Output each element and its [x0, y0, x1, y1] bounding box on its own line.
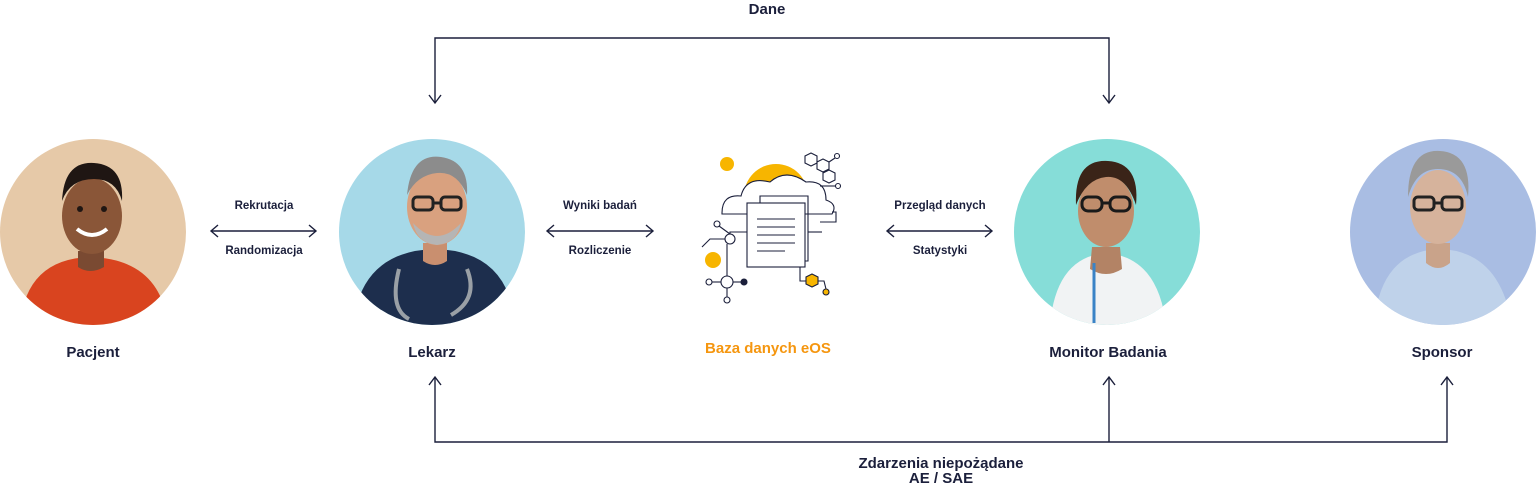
actor-name-database: Baza danych eOS: [705, 340, 831, 357]
sponsor-portrait: [1350, 139, 1536, 325]
label-rekrutacja: Rekrutacja: [234, 200, 294, 212]
top-arrowhead-right: [1102, 94, 1116, 105]
bottom-flow-label: Zdarzenia niepożądane: [858, 455, 1024, 472]
actor-name-lekarz: Lekarz: [408, 344, 456, 361]
actor-name-pacjent: Pacjent: [66, 344, 120, 361]
label-rozliczenie: Rozliczenie: [568, 245, 632, 257]
double-arrow-pacjent-lekarz: [209, 224, 318, 238]
label-statystyki: Statystyki: [912, 245, 968, 257]
monitor-portrait: [1014, 139, 1200, 325]
bottom-arrowhead-monitor: [1102, 375, 1116, 386]
bottom-flow-line: [434, 377, 1448, 443]
doctor-avatar-icon: [339, 139, 525, 325]
top-arrowhead-left: [428, 94, 442, 105]
actor-name-sponsor: Sponsor: [1411, 344, 1473, 361]
top-flow-line: [434, 37, 1110, 103]
label-wyniki-badan: Wyniki badań: [563, 200, 637, 212]
bottom-arrowhead-lekarz: [428, 375, 442, 386]
lekarz-portrait: [339, 139, 525, 325]
database-icon: [701, 152, 842, 304]
woman-avatar-icon: [0, 139, 186, 325]
top-flow-label: Dane: [748, 1, 786, 18]
pacjent-portrait: [0, 139, 186, 325]
label-randomizacja: Randomizacja: [225, 245, 303, 257]
double-arrow-baza-monitor: [885, 224, 994, 238]
bottom-flow-sublabel: AE / SAE: [908, 470, 974, 487]
businessman-avatar-icon: [1350, 139, 1536, 325]
bottom-arrowhead-sponsor: [1440, 375, 1454, 386]
actor-name-monitor: Monitor Badania: [1049, 344, 1167, 361]
researcher-avatar-icon: [1014, 139, 1200, 325]
label-przeglad-danych: Przegląd danych: [894, 200, 986, 212]
double-arrow-lekarz-baza: [545, 224, 655, 238]
